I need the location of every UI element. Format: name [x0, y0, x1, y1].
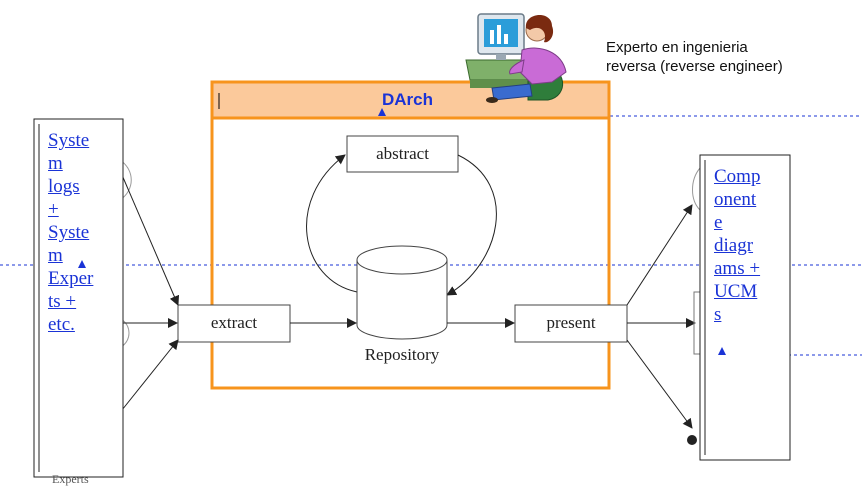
extract-label: extract	[210, 313, 258, 332]
extract-box	[177, 304, 291, 343]
darch-title: DArch	[382, 90, 434, 109]
right-note-line: e	[714, 212, 723, 233]
right-note-line: ams +	[714, 258, 761, 279]
right-output-shape	[692, 167, 701, 211]
left-note-frame	[33, 118, 124, 478]
left-note-line: Syste	[48, 130, 90, 151]
right-note-frame	[699, 154, 791, 461]
darch-frame	[210, 80, 611, 390]
abstract-label: abstract	[376, 144, 429, 163]
left-note-line: logs	[48, 176, 80, 197]
experts-label: Experts	[52, 472, 89, 486]
expert-caption-line: Experto en ingenieria	[606, 39, 748, 56]
repository-cylinder-top	[356, 245, 448, 275]
arrow-output-top	[626, 204, 693, 306]
present-label: present	[546, 313, 596, 332]
present-box	[514, 304, 628, 343]
loop-arrow-right	[446, 154, 497, 296]
left-note-text[interactable]: Syste m logs + Syste m Exper ts + etc.	[48, 129, 120, 336]
loop-arrow-left	[306, 154, 358, 293]
right-note-line: s	[714, 304, 722, 325]
expert-caption: Experto en ingenieria reversa (reverse e…	[606, 38, 856, 76]
left-note-line: Exper	[48, 268, 94, 289]
repository-label: Repository	[364, 345, 440, 364]
arrow-input-bottom	[121, 339, 179, 411]
arrow-output-bottom	[626, 339, 693, 429]
left-note-line: m	[48, 153, 63, 174]
arrow-input-top	[121, 174, 180, 306]
right-note-text[interactable]: Comp onent e diagr ams + UCM s	[714, 165, 786, 326]
right-output-dot	[687, 435, 697, 445]
reverse-engineer-clipart-icon	[465, 13, 567, 103]
left-note-line: etc.	[48, 314, 75, 335]
abstract-box	[346, 135, 459, 173]
expert-caption-line: reversa (reverse engineer)	[606, 58, 783, 75]
right-note-line: Comp	[714, 166, 761, 187]
right-note-line: UCM	[714, 281, 758, 302]
repository-cylinder	[356, 260, 448, 340]
anchor-mark-right	[718, 347, 726, 355]
left-note-line: +	[48, 199, 59, 220]
left-note-line: Syste	[48, 222, 90, 243]
right-note-line: onent	[714, 189, 757, 210]
left-note-line: ts +	[48, 291, 77, 312]
left-note-line: m	[48, 245, 63, 266]
anchor-mark-darch	[378, 108, 386, 116]
anchor-mark-left	[78, 260, 86, 268]
right-note-line: diagr	[714, 235, 754, 256]
